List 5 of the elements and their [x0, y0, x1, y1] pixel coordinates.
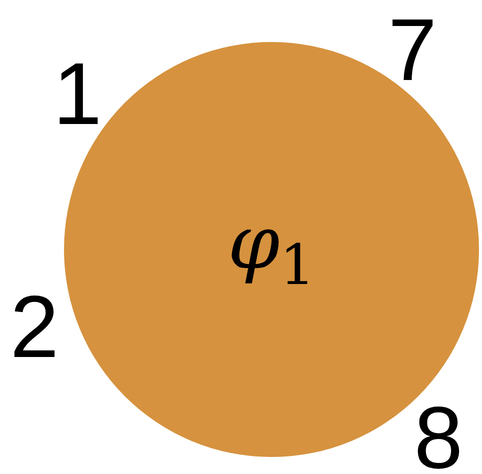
position-number: 1 — [53, 50, 102, 138]
position-number: 7 — [388, 6, 437, 94]
position-number: 8 — [414, 394, 463, 474]
position-number: 2 — [10, 283, 59, 371]
variable-label: φ$_{1}$ — [228, 206, 316, 294]
